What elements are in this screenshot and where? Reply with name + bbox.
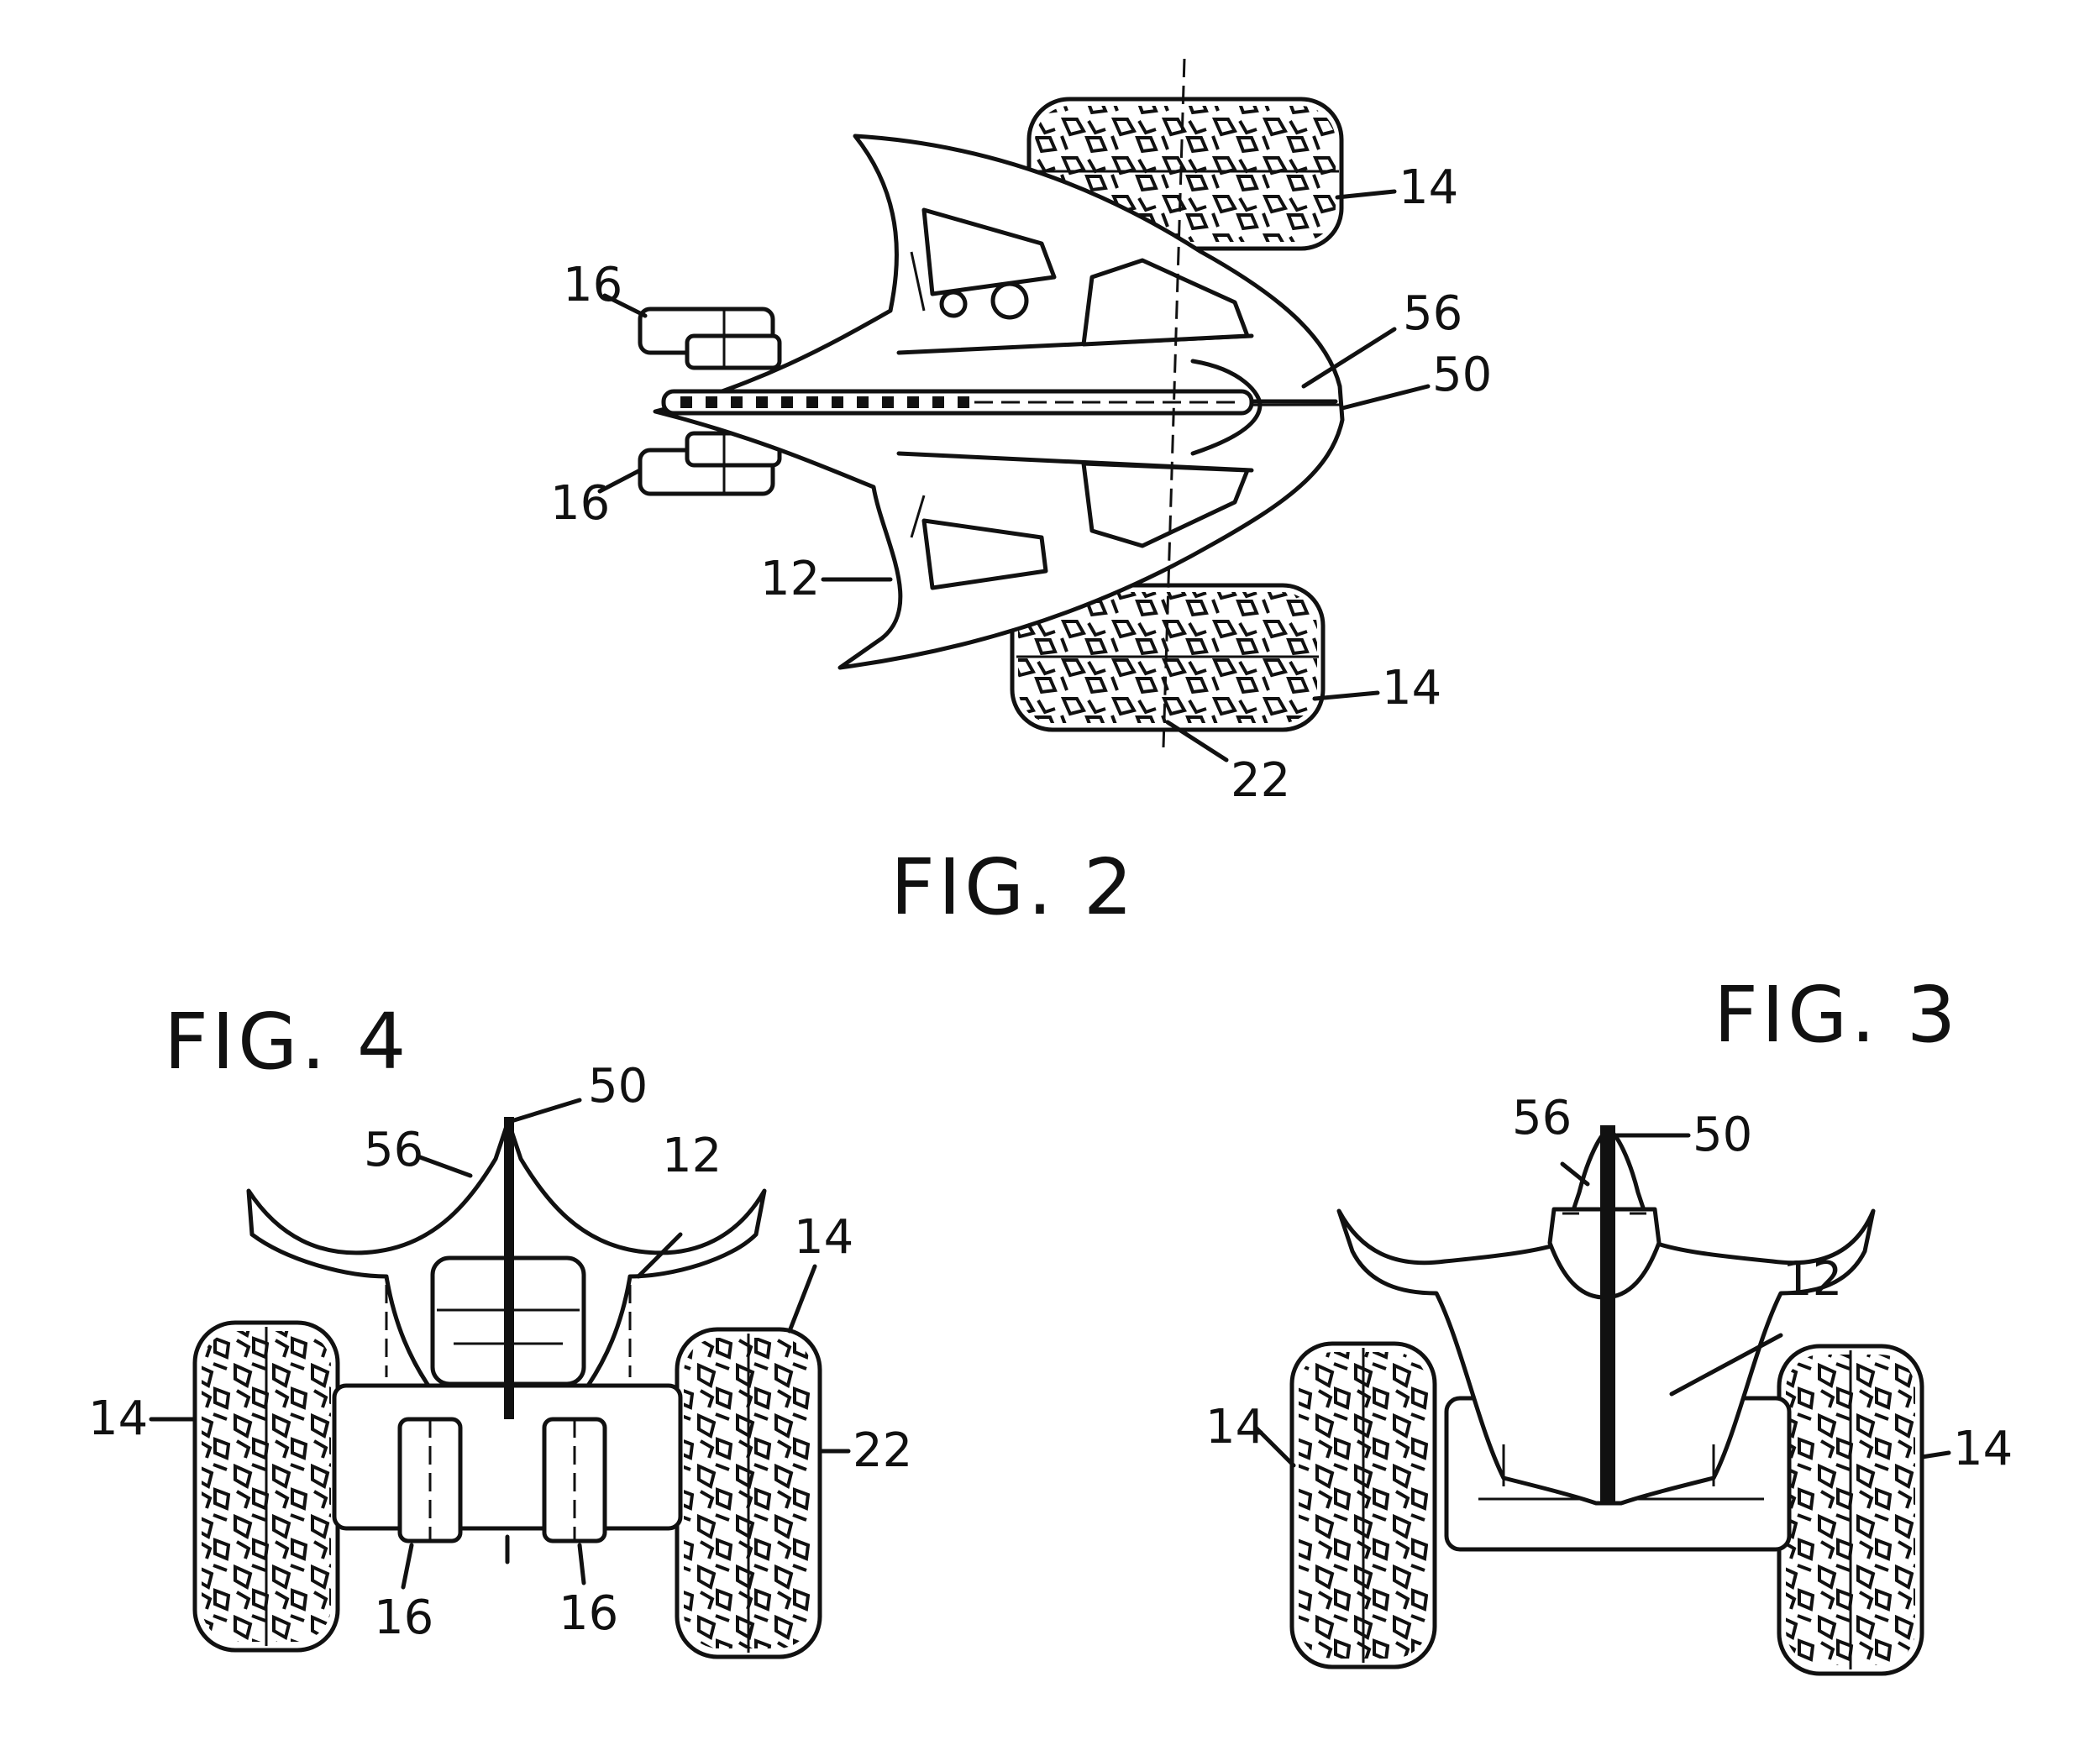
fig2-label-16-lower: 16 — [550, 476, 610, 531]
fig3-drawing — [1289, 1125, 1924, 1676]
fig2-label-50: 50 — [1432, 348, 1492, 402]
fig2-label-12: 12 — [760, 552, 820, 606]
fig2-lower-tire — [1010, 583, 1326, 732]
fig4-label-14-left: 14 — [88, 1391, 148, 1446]
fig4-leaders — [149, 1098, 851, 1590]
fig3-leaders — [1253, 1133, 1951, 1468]
fig3-label-14-right: 14 — [1953, 1422, 2013, 1476]
fig4-drawing — [192, 1117, 822, 1659]
fig4-label-14-right: 14 — [794, 1210, 853, 1265]
fig4-caption: FIG. 4 — [164, 997, 409, 1087]
fig2-body-shell — [653, 134, 1345, 670]
fig3-right-tire — [1777, 1344, 1924, 1676]
fig2-label-16-upper: 16 — [563, 258, 622, 312]
fig4-right-tire — [675, 1327, 822, 1659]
fig3-label-12: 12 — [1782, 1252, 1842, 1307]
fig3-label-14-left: 14 — [1205, 1400, 1265, 1454]
fig3-label-50: 50 — [1693, 1108, 1752, 1162]
fig2-spine-dots — [680, 396, 969, 408]
fig3-label-56: 56 — [1512, 1091, 1572, 1145]
fig4-label-56: 56 — [364, 1123, 423, 1177]
fig4-label-16-left: 16 — [374, 1591, 433, 1645]
fig2-leaders — [597, 189, 1431, 763]
fig4-label-12: 12 — [662, 1129, 722, 1183]
fig2-caption: FIG. 2 — [890, 842, 1136, 932]
fig2-axis-line — [1162, 58, 1186, 748]
fig3-left-tire — [1289, 1341, 1437, 1669]
fig2-label-22: 22 — [1231, 753, 1290, 808]
fig2-drawing — [638, 58, 1345, 748]
fig4-label-50: 50 — [588, 1059, 648, 1114]
fig4-label-22: 22 — [853, 1423, 912, 1478]
fig3-caption: FIG. 3 — [1714, 970, 1959, 1060]
fig2-label-14-lower: 14 — [1382, 661, 1441, 715]
fig4-left-tire — [192, 1320, 340, 1653]
fig2-label-14-upper: 14 — [1399, 160, 1458, 215]
fig4-label-16-right: 16 — [559, 1586, 618, 1641]
fig2-label-56: 56 — [1403, 286, 1462, 341]
